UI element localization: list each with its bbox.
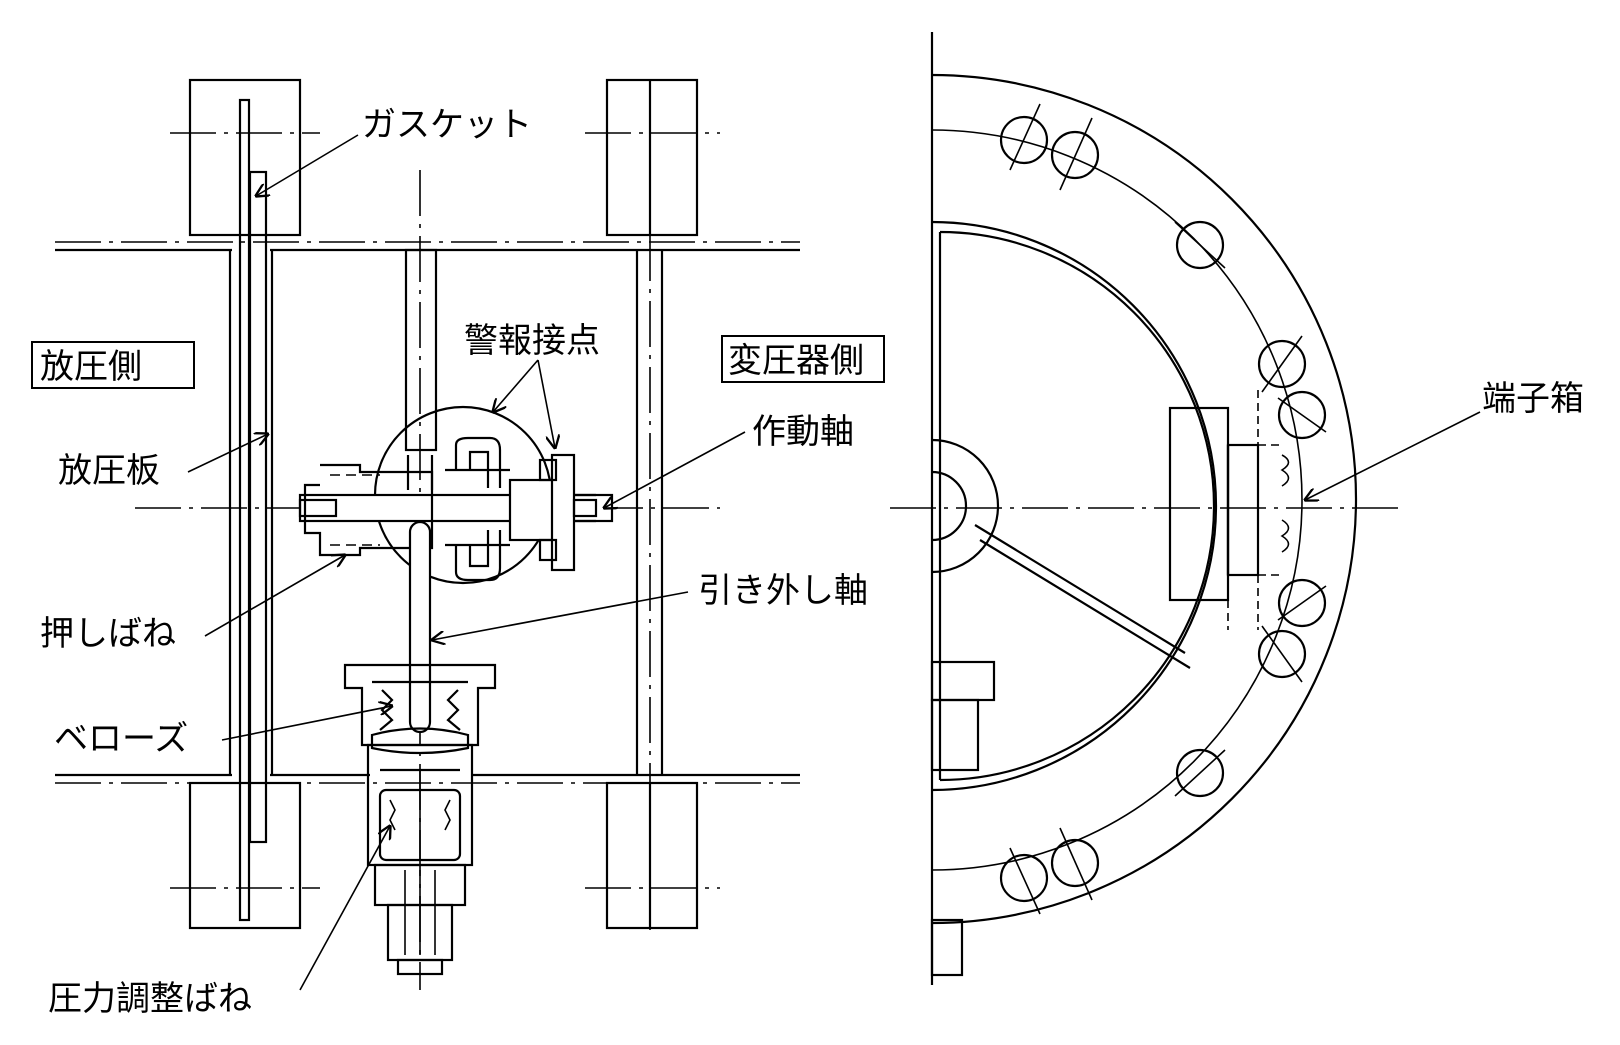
bolt-hole (1175, 220, 1225, 270)
label-relief-side: 放圧側 (40, 347, 142, 387)
upper-right-flange (605, 78, 699, 237)
upper-left-flange (188, 78, 302, 237)
label-gasket: ガスケット (362, 105, 532, 145)
bellows-housing (343, 663, 497, 747)
push-spring-leader (204, 555, 345, 637)
leader-lines (187, 134, 1481, 991)
bolt-hole (999, 853, 1049, 903)
gasket-leader (256, 134, 359, 196)
upper-rod (404, 248, 438, 452)
bolt-hole (1050, 130, 1100, 180)
terminal-box-leader (1305, 411, 1481, 500)
bolt-hole (1277, 578, 1327, 628)
lower-left-flange (188, 781, 302, 930)
label-bellows: ベローズ (54, 719, 188, 759)
relief-plate-leader (187, 434, 268, 473)
bolt-hole (999, 115, 1049, 165)
bolt-holes (999, 103, 1327, 915)
bolt-hole (1257, 339, 1307, 389)
label-terminal-box: 端子箱 (1482, 379, 1584, 419)
terminal-box (1168, 406, 1230, 602)
relief-side-box (31, 341, 195, 389)
label-alarm-contact: 警報接点 (464, 321, 600, 361)
label-pressure-adjust-spring: 圧力調整ばね (48, 979, 252, 1019)
pressure-adjust-spring (389, 799, 451, 831)
label-transformer-side: 変圧器側 (728, 341, 864, 381)
alarm-leader-2 (537, 359, 555, 448)
front-view (890, 32, 1405, 985)
gasket (248, 170, 268, 844)
label-push-spring: 押しばね (40, 614, 176, 654)
section-view (31, 78, 885, 990)
transformer-side-box (721, 335, 885, 383)
labels: ガスケット 警報接点 放圧側 変圧器側 放圧板 作動軸 押しばね 引き外し軸 ベ… (40, 105, 1584, 1019)
bolt-hole (1050, 838, 1100, 888)
bolt-hole (1277, 390, 1327, 440)
trip-shaft (408, 520, 432, 734)
label-relief-plate: 放圧板 (58, 451, 160, 491)
bolt-hole (1175, 748, 1225, 798)
alarm-leader-1 (493, 359, 539, 412)
operating-shaft-leader (604, 431, 746, 508)
relief-plate (238, 98, 251, 922)
trip-shaft-leader (432, 591, 689, 640)
label-trip-shaft: 引き外し軸 (698, 571, 868, 611)
lower-right-flange (605, 781, 699, 930)
label-operating-shaft: 作動軸 (752, 412, 854, 452)
bolt-hole (1257, 629, 1307, 679)
pressure-spring-leader (299, 826, 390, 991)
outer-flange (931, 73, 1358, 925)
bellows-leader (221, 706, 392, 741)
